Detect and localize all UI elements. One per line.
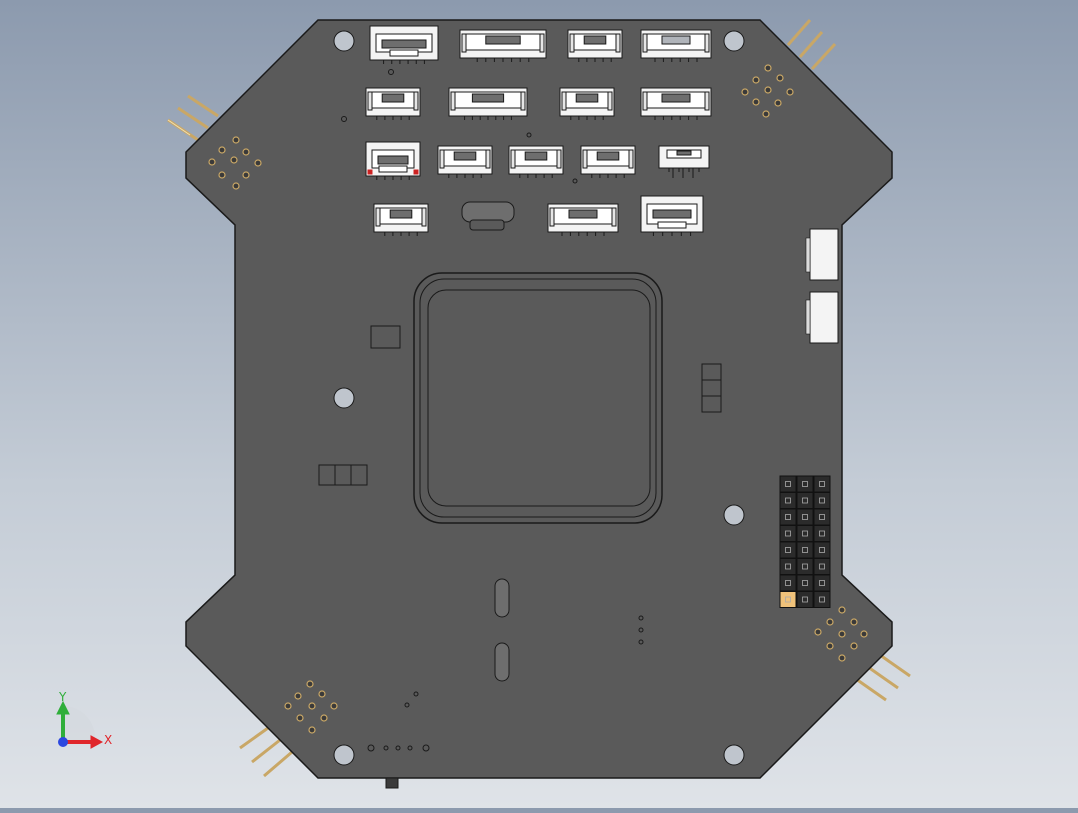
jst-connector[interactable] xyxy=(508,145,564,178)
usb-connector[interactable] xyxy=(640,195,704,236)
mounting-hole xyxy=(723,30,745,52)
jst-connector[interactable] xyxy=(365,87,421,120)
header-pin xyxy=(813,591,831,608)
y-axis-label: Y xyxy=(59,690,67,704)
test-points xyxy=(341,69,644,752)
mounting-hole xyxy=(333,744,355,766)
smd-ic xyxy=(370,325,401,349)
header-pin xyxy=(779,574,797,592)
jst-connector[interactable] xyxy=(640,87,712,120)
corner-pins-top-right xyxy=(786,19,837,71)
header-pin xyxy=(779,558,797,575)
central-module[interactable] xyxy=(413,272,663,524)
header-pin xyxy=(796,541,814,559)
board-slot xyxy=(494,578,510,618)
header-pin xyxy=(813,492,831,509)
usb-connector[interactable] xyxy=(365,141,421,180)
header-pin xyxy=(779,492,797,509)
header-pin xyxy=(813,541,831,559)
bottom-tab xyxy=(385,777,399,789)
header-pin xyxy=(813,574,831,592)
jst-connector[interactable] xyxy=(373,203,429,236)
jst-connector[interactable] xyxy=(459,29,547,62)
header-pin xyxy=(779,591,797,608)
corner-pins-bottom-right xyxy=(855,653,911,702)
corner-pins-bottom-left xyxy=(239,726,293,778)
header-pin xyxy=(779,525,797,542)
via-cluster-top-right xyxy=(741,64,794,118)
mounting-holes xyxy=(333,30,745,766)
z-axis-dot xyxy=(58,737,68,747)
jst-connector[interactable] xyxy=(448,87,528,120)
header-pin xyxy=(813,508,831,526)
side-connector-lower[interactable] xyxy=(805,291,839,344)
via-cluster-bottom-right xyxy=(814,606,868,662)
jst-connector[interactable] xyxy=(559,87,615,120)
mounting-hole xyxy=(333,387,355,409)
header-pin xyxy=(779,508,797,526)
header-pin xyxy=(813,558,831,575)
via-cluster-bottom-left xyxy=(284,680,338,734)
jst-connector[interactable] xyxy=(437,145,493,178)
jst-connector[interactable] xyxy=(640,29,712,62)
connector-array xyxy=(365,25,712,236)
x-arrow-head xyxy=(90,735,104,749)
header-pin xyxy=(796,508,814,526)
board-slot xyxy=(494,642,510,682)
mounting-hole xyxy=(723,504,745,526)
header-pin xyxy=(813,525,831,542)
header-pin xyxy=(796,492,814,509)
jst-connector[interactable] xyxy=(567,29,623,62)
button-cutout-tab xyxy=(469,219,505,231)
via-cluster-top-left xyxy=(208,136,262,190)
header-pin xyxy=(813,475,831,493)
jst-connector[interactable] xyxy=(580,145,636,178)
jst-connector[interactable] xyxy=(547,203,619,236)
header-pin xyxy=(796,591,814,608)
header-pin xyxy=(779,475,797,493)
smd-resistor-array-right xyxy=(701,363,722,413)
pin-header-3x8[interactable] xyxy=(779,475,831,608)
header-pin xyxy=(796,574,814,592)
x-axis-label: X xyxy=(104,733,113,747)
mounting-hole xyxy=(723,744,745,766)
jst-connector[interactable] xyxy=(658,145,710,178)
button-cutout xyxy=(461,201,515,223)
header-pin xyxy=(779,541,797,559)
usb-connector[interactable] xyxy=(369,25,439,64)
y-arrow-head xyxy=(56,700,70,715)
smd-resistor-array-left xyxy=(318,464,368,486)
pcb-board[interactable] xyxy=(185,19,893,779)
corner-pins-top-left xyxy=(167,94,219,142)
header-pin xyxy=(796,558,814,575)
axis-triad xyxy=(56,700,104,749)
side-connector-upper[interactable] xyxy=(805,228,839,281)
header-pin xyxy=(796,525,814,542)
header-pin xyxy=(796,475,814,493)
mounting-hole xyxy=(333,30,355,52)
